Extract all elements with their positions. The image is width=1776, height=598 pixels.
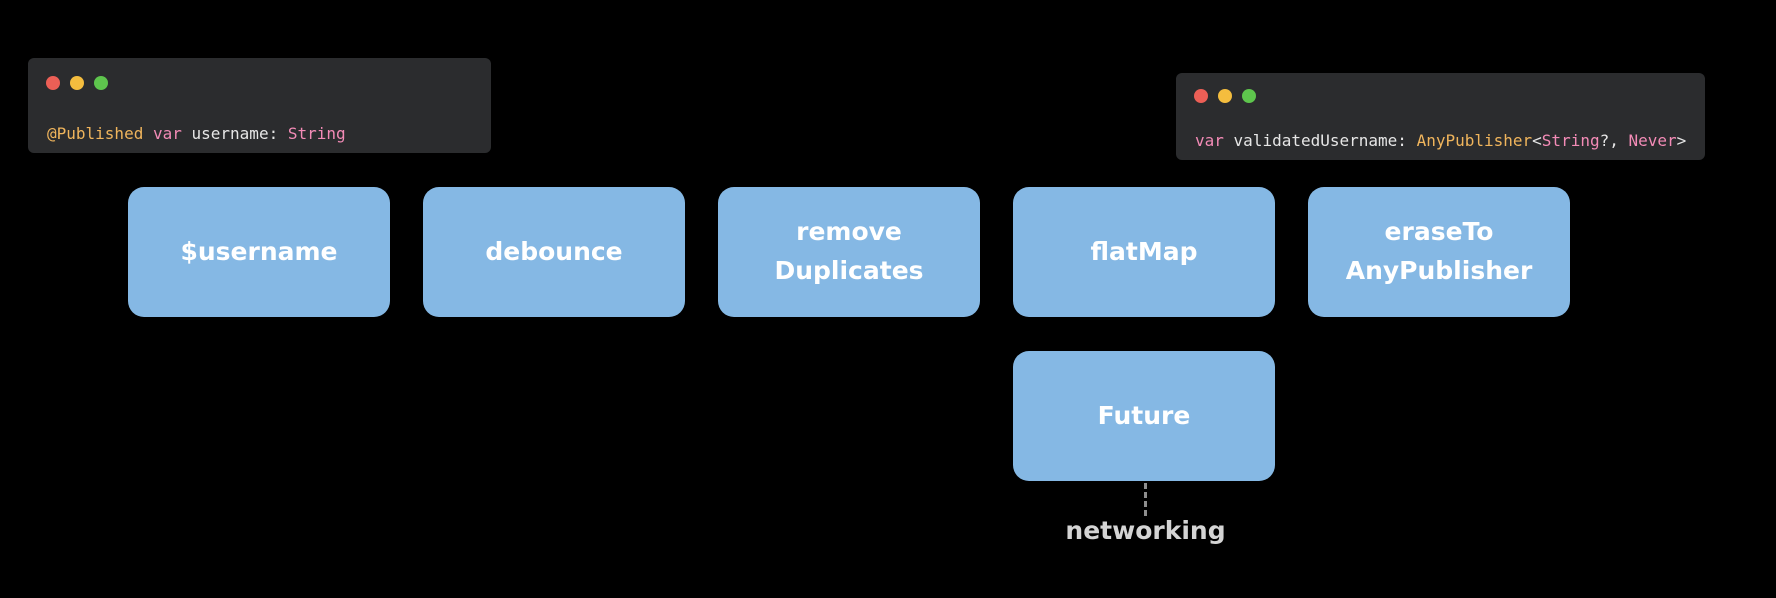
window-controls (1194, 89, 1256, 103)
code-token: String (287, 124, 346, 143)
code-token: String (1541, 131, 1600, 150)
code-token: < (1532, 131, 1542, 150)
box-username: $username (128, 187, 390, 317)
code-line-validated: var validatedUsername: AnyPublisher<Stri… (1195, 131, 1686, 150)
code-token (143, 124, 153, 143)
window-controls (46, 76, 108, 90)
code-line-published: @Published var username: String (47, 124, 346, 143)
close-dot-icon (1194, 89, 1208, 103)
code-token: username: (181, 124, 288, 143)
code-token: @Published (47, 124, 144, 143)
code-token: AnyPublisher (1416, 131, 1533, 150)
code-token: var (1195, 131, 1224, 150)
code-window-published: @Published var username: String (28, 58, 491, 153)
code-token: > (1676, 131, 1687, 150)
networking-label: networking (1065, 516, 1226, 545)
box-label: Future (1097, 400, 1191, 430)
box-erase-to-anypublisher: eraseTo AnyPublisher (1308, 187, 1570, 317)
minimize-dot-icon (70, 76, 84, 90)
box-label: $username (180, 236, 338, 266)
close-dot-icon (46, 76, 60, 90)
box-label: remove (796, 217, 902, 247)
code-window-validated: var validatedUsername: AnyPublisher<Stri… (1176, 73, 1705, 160)
box-future: Future (1013, 351, 1275, 481)
code-token: var (152, 124, 182, 143)
box-label: debounce (485, 236, 623, 266)
dashed-connector (1144, 483, 1147, 516)
box-remove-duplicates: remove Duplicates (718, 187, 980, 317)
box-label: flatMap (1090, 236, 1198, 266)
box-debounce: debounce (423, 187, 685, 317)
minimize-dot-icon (1218, 89, 1232, 103)
code-token: ?, (1599, 131, 1629, 150)
box-label: eraseTo (1384, 217, 1494, 247)
code-token: validatedUsername: (1223, 131, 1417, 150)
code-token: Never (1628, 131, 1677, 150)
maximize-dot-icon (1242, 89, 1256, 103)
box-flatmap: flatMap (1013, 187, 1275, 317)
box-label: Duplicates (774, 256, 924, 285)
box-label: AnyPublisher (1345, 256, 1533, 285)
maximize-dot-icon (94, 76, 108, 90)
